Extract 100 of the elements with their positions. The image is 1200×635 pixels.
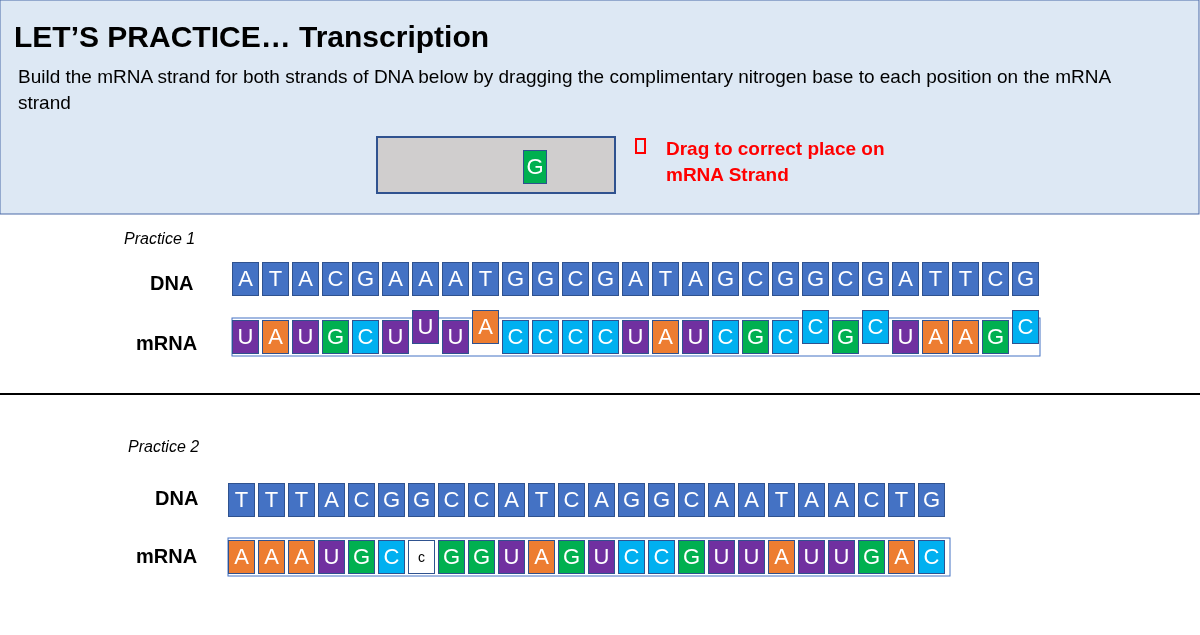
base-tile: C <box>502 320 529 354</box>
base-tile: C <box>438 483 465 517</box>
base-tile: G <box>558 540 585 574</box>
base-tile: A <box>588 483 615 517</box>
base-tile: C <box>348 483 375 517</box>
base-tile: A <box>228 540 255 574</box>
base-tile: G <box>438 540 465 574</box>
base-tile: G <box>322 320 349 354</box>
base-tile: G <box>523 150 547 184</box>
base-tile: U <box>798 540 825 574</box>
base-tile: A <box>828 483 855 517</box>
base-tile: A <box>622 262 649 296</box>
base-tile: A <box>382 262 409 296</box>
base-tile: G <box>532 262 559 296</box>
base-tile: C <box>742 262 769 296</box>
base-tile: A <box>318 483 345 517</box>
base-tile: C <box>378 540 405 574</box>
base-tile: A <box>888 540 915 574</box>
base-tile: G <box>918 483 945 517</box>
base-tile: A <box>472 310 499 344</box>
base-tile: A <box>682 262 709 296</box>
base-tile: A <box>412 262 439 296</box>
base-tile: C <box>1012 310 1039 344</box>
base-tile: A <box>952 320 979 354</box>
base-tile: U <box>442 320 469 354</box>
base-tile: G <box>862 262 889 296</box>
base-tile: A <box>288 540 315 574</box>
base-tile: C <box>532 320 559 354</box>
strand-label: mRNA <box>136 544 199 569</box>
base-tile: T <box>528 483 555 517</box>
base-tile: U <box>232 320 259 354</box>
base-tile: C <box>468 483 495 517</box>
base-tile: A <box>498 483 525 517</box>
base-tile: G <box>858 540 885 574</box>
base-tile: G <box>618 483 645 517</box>
base-tile: T <box>652 262 679 296</box>
base-tile: A <box>768 540 795 574</box>
base-tile: G <box>648 483 675 517</box>
base-tile: C <box>982 262 1009 296</box>
base-tile: U <box>682 320 709 354</box>
base-tile: C <box>562 320 589 354</box>
base-tile: C <box>858 483 885 517</box>
base-tile: A <box>262 320 289 354</box>
base-tile: G <box>378 483 405 517</box>
base-tile: C <box>322 262 349 296</box>
base-tile: G <box>348 540 375 574</box>
base-tile: G <box>678 540 705 574</box>
base-tile: U <box>382 320 409 354</box>
base-tile: A <box>738 483 765 517</box>
base-tile: T <box>258 483 285 517</box>
base-tile: C <box>558 483 585 517</box>
base-tile: C <box>678 483 705 517</box>
base-tile: G <box>468 540 495 574</box>
base-tile: C <box>862 310 889 344</box>
base-tile: G <box>502 262 529 296</box>
section-heading: Practice 2 <box>128 437 201 457</box>
base-tile: G <box>742 320 769 354</box>
base-tile: U <box>622 320 649 354</box>
base-tile: T <box>888 483 915 517</box>
base-tile: A <box>442 262 469 296</box>
base-tile: A <box>708 483 735 517</box>
base-tile: U <box>892 320 919 354</box>
base-tile: U <box>708 540 735 574</box>
base-tile: T <box>262 262 289 296</box>
base-tile: U <box>828 540 855 574</box>
base-tile: U <box>318 540 345 574</box>
base-tile: A <box>922 320 949 354</box>
base-tile: A <box>528 540 555 574</box>
base-tile: C <box>592 320 619 354</box>
base-tile: C <box>352 320 379 354</box>
base-tile: A <box>258 540 285 574</box>
base-tile: G <box>982 320 1009 354</box>
base-tile: U <box>412 310 439 344</box>
base-tile: T <box>472 262 499 296</box>
strand-label: mRNA <box>136 331 199 356</box>
base-tile: G <box>832 320 859 354</box>
instruction-text: Build the mRNA strand for both strands of DNA below by dragging the complimentary nitrogen base to each position on the mRNA strand <box>18 65 1112 115</box>
strand-label: DNA <box>155 486 200 511</box>
title: LET’S PRACTICE… Transcription <box>14 20 490 54</box>
base-tile: G <box>772 262 799 296</box>
base-tile: G <box>352 262 379 296</box>
base-tile: A <box>232 262 259 296</box>
base-tile: A <box>292 262 319 296</box>
base-tile: C <box>618 540 645 574</box>
instruction-note: Drag to correct place on mRNA Strand <box>666 137 886 187</box>
base-tile: c <box>408 540 435 574</box>
strand-label: DNA <box>150 271 195 296</box>
base-tile: G <box>408 483 435 517</box>
base-tile: A <box>892 262 919 296</box>
base-tile: G <box>1012 262 1039 296</box>
section-heading: Practice 1 <box>124 229 197 249</box>
base-tile: U <box>588 540 615 574</box>
base-tile: T <box>228 483 255 517</box>
base-tile: C <box>562 262 589 296</box>
base-tile: G <box>712 262 739 296</box>
base-tile: A <box>652 320 679 354</box>
drop-zone-box <box>376 136 616 194</box>
base-tile: U <box>738 540 765 574</box>
base-tile: T <box>952 262 979 296</box>
base-tile: C <box>832 262 859 296</box>
